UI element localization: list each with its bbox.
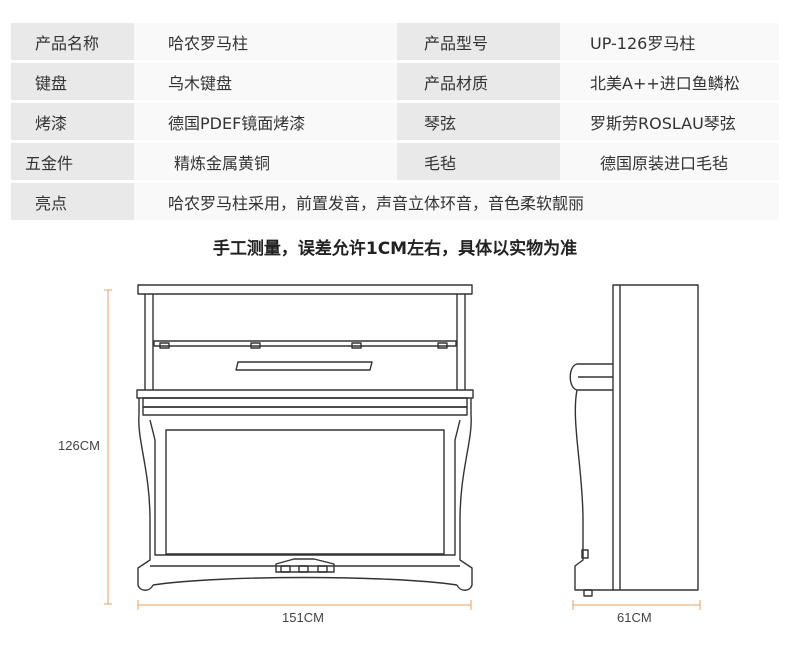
- spec-value: 北美A++进口鱼鳞松: [560, 63, 779, 100]
- spec-value: 乌木键盘: [134, 63, 397, 100]
- depth-dimension: 61CM: [617, 610, 652, 625]
- spec-row-highlight: 亮点 哈农罗马柱采用，前置发音，声音立体环音，音色柔软靓丽: [11, 183, 779, 220]
- spec-label: 毛毡: [397, 143, 560, 180]
- spec-label: 键盘: [11, 63, 134, 100]
- piano-side-view: [569, 284, 699, 597]
- spec-label: 琴弦: [397, 103, 560, 140]
- piano-front-view: [136, 284, 474, 591]
- spec-row: 五金件 精炼金属黄铜 毛毡 德国原装进口毛毡: [11, 143, 779, 180]
- spec-value: 精炼金属黄铜: [134, 143, 397, 180]
- spec-row: 烤漆 德国PDEF镜面烤漆 琴弦 罗斯劳ROSLAU琴弦: [11, 103, 779, 140]
- spec-label: 产品型号: [397, 23, 560, 60]
- spec-value: 罗斯劳ROSLAU琴弦: [560, 103, 779, 140]
- measurement-note: 手工测量，误差允许1CM左右，具体以实物为准: [212, 239, 578, 259]
- height-dimension: 126CM: [58, 438, 100, 453]
- width-dimension: 151CM: [282, 610, 324, 625]
- spec-row: 产品名称 哈农罗马柱 产品型号 UP-126罗马柱: [11, 23, 779, 60]
- spec-label: 五金件: [11, 143, 134, 180]
- spec-value: 哈农罗马柱: [134, 23, 397, 60]
- spec-label: 产品名称: [11, 23, 134, 60]
- spec-value: UP-126罗马柱: [560, 23, 779, 60]
- dimension-lines: [104, 289, 701, 610]
- spec-table: 产品名称 哈农罗马柱 产品型号 UP-126罗马柱 键盘 乌木键盘 产品材质 北…: [11, 20, 779, 223]
- spec-label: 烤漆: [11, 103, 134, 140]
- spec-row: 键盘 乌木键盘 产品材质 北美A++进口鱼鳞松: [11, 63, 779, 100]
- spec-value: 德国原装进口毛毡: [560, 143, 779, 180]
- spec-value: 德国PDEF镜面烤漆: [134, 103, 397, 140]
- highlight-label: 亮点: [11, 183, 134, 220]
- highlight-value: 哈农罗马柱采用，前置发音，声音立体环音，音色柔软靓丽: [134, 183, 779, 220]
- spec-label: 产品材质: [397, 63, 560, 100]
